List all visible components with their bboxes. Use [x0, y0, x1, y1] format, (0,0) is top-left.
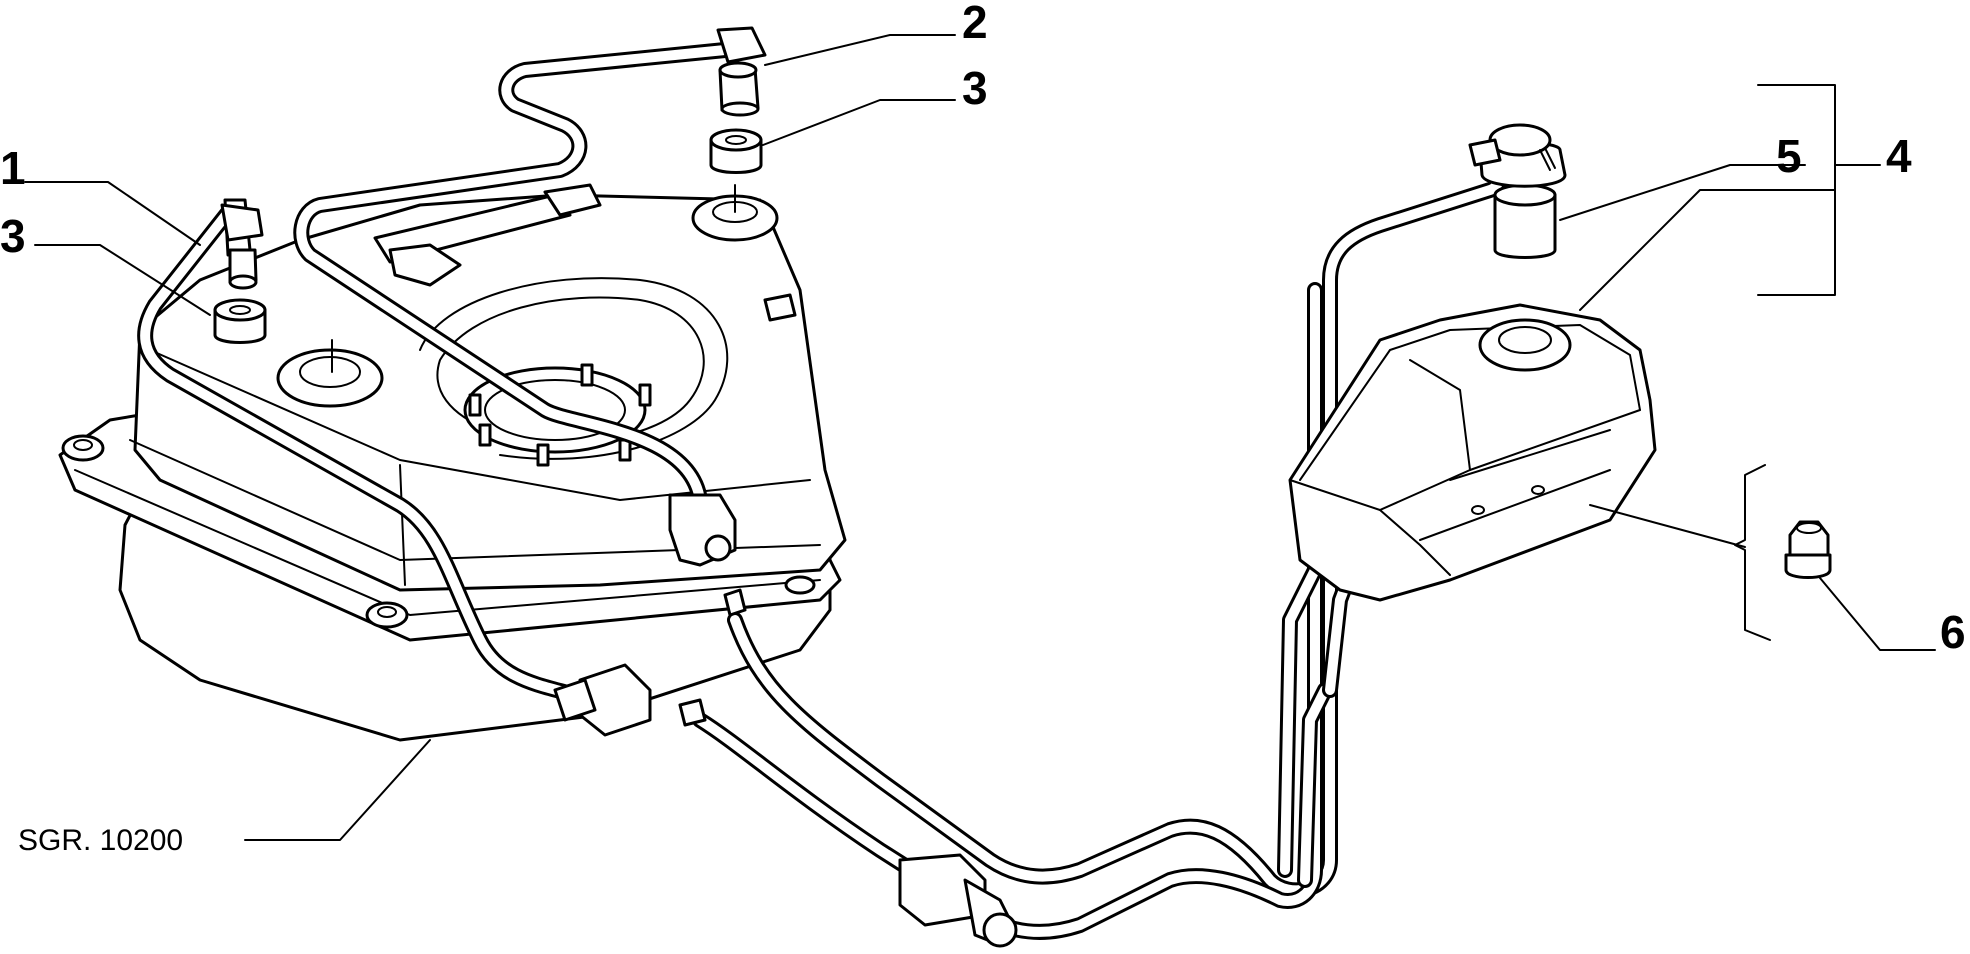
part-3-grommet-top [709, 128, 763, 174]
part-6-nut [1784, 520, 1832, 579]
callout-3-left: 3 [0, 210, 26, 262]
leader-lines [24, 34, 1936, 841]
pump-studs [468, 363, 652, 467]
callout-3-top: 3 [962, 62, 988, 114]
callout-6: 6 [1940, 606, 1966, 658]
part-4-canister [1288, 303, 1657, 602]
tube-connectors [553, 493, 1018, 948]
part-3-grommet-left [213, 298, 267, 344]
bracket-6 [1734, 464, 1771, 641]
part-2-quick-coupling [716, 26, 767, 117]
part-1-quick-coupling [220, 198, 264, 290]
callout-2: 2 [962, 0, 988, 48]
callout-1: 1 [0, 142, 26, 194]
reference-label: SGR. 10200 [18, 824, 183, 857]
part-5-valve [1468, 123, 1567, 259]
callout-5: 5 [1776, 130, 1802, 182]
callout-4: 4 [1886, 130, 1912, 182]
